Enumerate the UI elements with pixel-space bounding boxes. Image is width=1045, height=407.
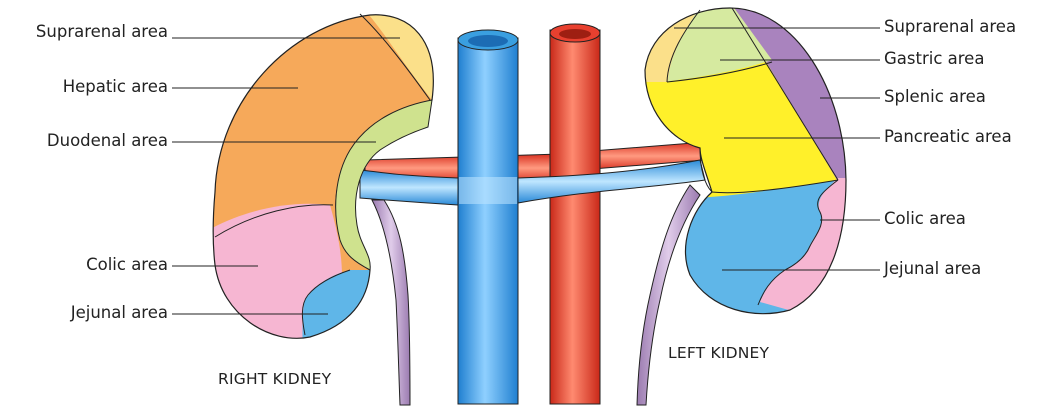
right-suprarenal-label: Suprarenal area [36,22,168,42]
left-kidney-caption: LEFT KIDNEY [668,344,769,362]
left-pancreatic-label: Pancreatic area [884,127,1012,147]
right-colic-area [200,204,342,360]
right-colic-label: Colic area [86,255,168,275]
right-duodenal-label: Duodenal area [47,131,168,151]
aorta [550,30,600,404]
left-jejunal-label: Jejunal area [884,259,981,279]
left-splenic-label: Splenic area [884,87,986,107]
right-kidney-caption: RIGHT KIDNEY [218,370,331,388]
right-hepatic-label: Hepatic area [63,77,168,97]
left-suprarenal-label: Suprarenal area [884,17,1016,37]
left-colic-label: Colic area [884,209,966,229]
right-ureter [372,200,410,405]
left-ureter [637,185,700,405]
right-jejunal-label: Jejunal area [71,303,168,323]
inferior-vena-cava [458,38,518,404]
left-gastric-label: Gastric area [884,49,984,69]
